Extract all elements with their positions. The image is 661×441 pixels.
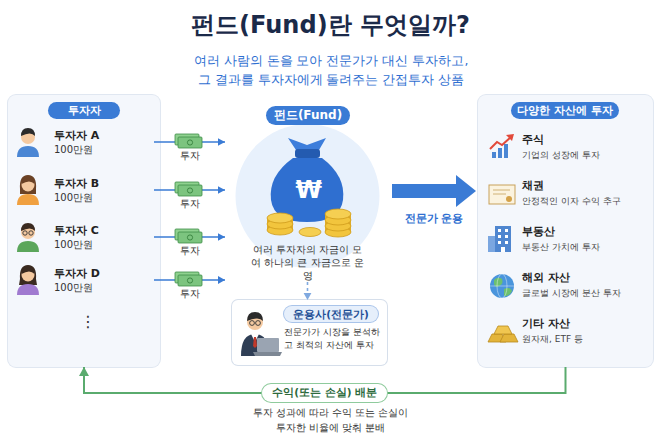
money-bill (175, 134, 202, 148)
investor-name: 투자자 A (54, 128, 99, 143)
asset-name: 주식 (522, 132, 544, 147)
management-arrow (392, 175, 476, 207)
return-arrow (79, 367, 566, 393)
asset-description: 원자재, ETF 등 (522, 333, 583, 346)
fund-heading: 펀드(Fund) (266, 106, 350, 125)
subtitle: 여러 사람의 돈을 모아 전문가가 대신 투자하고, 그 결과를 투자자에게 돌… (192, 51, 470, 89)
globe-icon (490, 274, 514, 298)
edge-label: 투자 (180, 150, 200, 163)
asset-name: 해외 자산 (522, 270, 570, 285)
arrow-head (218, 233, 225, 241)
manager-link (304, 282, 312, 300)
edge-label: 전문가 운용 (405, 211, 464, 226)
more-investors: ⋮ (78, 312, 98, 332)
stock-icon (490, 134, 514, 158)
asset-name: 부동산 (522, 224, 555, 239)
manager-description: 전문가가 시장을 분석하고 최적의 자산에 투자 (284, 326, 386, 351)
investment-amount: 100만원 (54, 191, 93, 205)
asset-description: 부동산 가치에 투자 (522, 241, 600, 254)
asset-name: 채권 (522, 178, 544, 193)
money-bill (175, 272, 202, 286)
coin-stack (267, 209, 351, 237)
arrow-head (304, 293, 312, 300)
investor-avatar (17, 175, 39, 205)
bond-icon (489, 185, 515, 204)
connector-line (84, 367, 566, 393)
asset-description: 안정적인 이자 수익 추구 (522, 195, 621, 208)
investor-name: 투자자 D (54, 266, 100, 281)
panel-heading: 투자자 (48, 102, 120, 119)
arrow-head (218, 276, 225, 284)
investor-avatar (17, 128, 39, 157)
gold-icon (488, 326, 518, 342)
investment-amount: 100만원 (54, 143, 93, 157)
investor-name: 투자자 B (54, 176, 99, 191)
asset-description: 기업의 성장에 투자 (522, 149, 600, 162)
asset-description: 글로벌 시장에 분산 투자 (522, 287, 621, 300)
diagram-title: 펀드(Fund)란 무엇일까? (0, 9, 661, 41)
arrow-head (218, 138, 225, 146)
money-bill (175, 229, 202, 243)
arrow-head (79, 367, 89, 376)
asset-name: 기타 자산 (522, 316, 570, 331)
block-arrow (392, 175, 476, 207)
fund-circle (236, 124, 380, 268)
money-bill (175, 182, 202, 196)
investor-avatar (17, 265, 39, 295)
fund-description: 여러 투자자의 자금이 모여 하나의 큰 자금으로 운영 (248, 243, 367, 282)
edge-label: 투자 (180, 288, 200, 301)
panel-heading: 다양한 자산에 투자 (511, 102, 619, 119)
manager-heading: 운용사(전문가) (284, 306, 378, 322)
investment-amount: 100만원 (54, 281, 93, 295)
investor-name: 투자자 C (54, 223, 99, 238)
edge-label: 투자 (180, 245, 200, 258)
investment-amount: 100만원 (54, 238, 93, 252)
investor-avatar (17, 223, 39, 252)
arrow-head (218, 186, 225, 194)
building-icon (488, 226, 511, 252)
asset-box: 주식기업의 성장에 투자 (484, 128, 648, 168)
return-description: 투자 성과에 따라 수익 또는 손실이 투자한 비율에 맞춰 분배 (246, 405, 415, 435)
manager-avatar (241, 312, 282, 356)
edge-label: 투자 (180, 198, 200, 211)
